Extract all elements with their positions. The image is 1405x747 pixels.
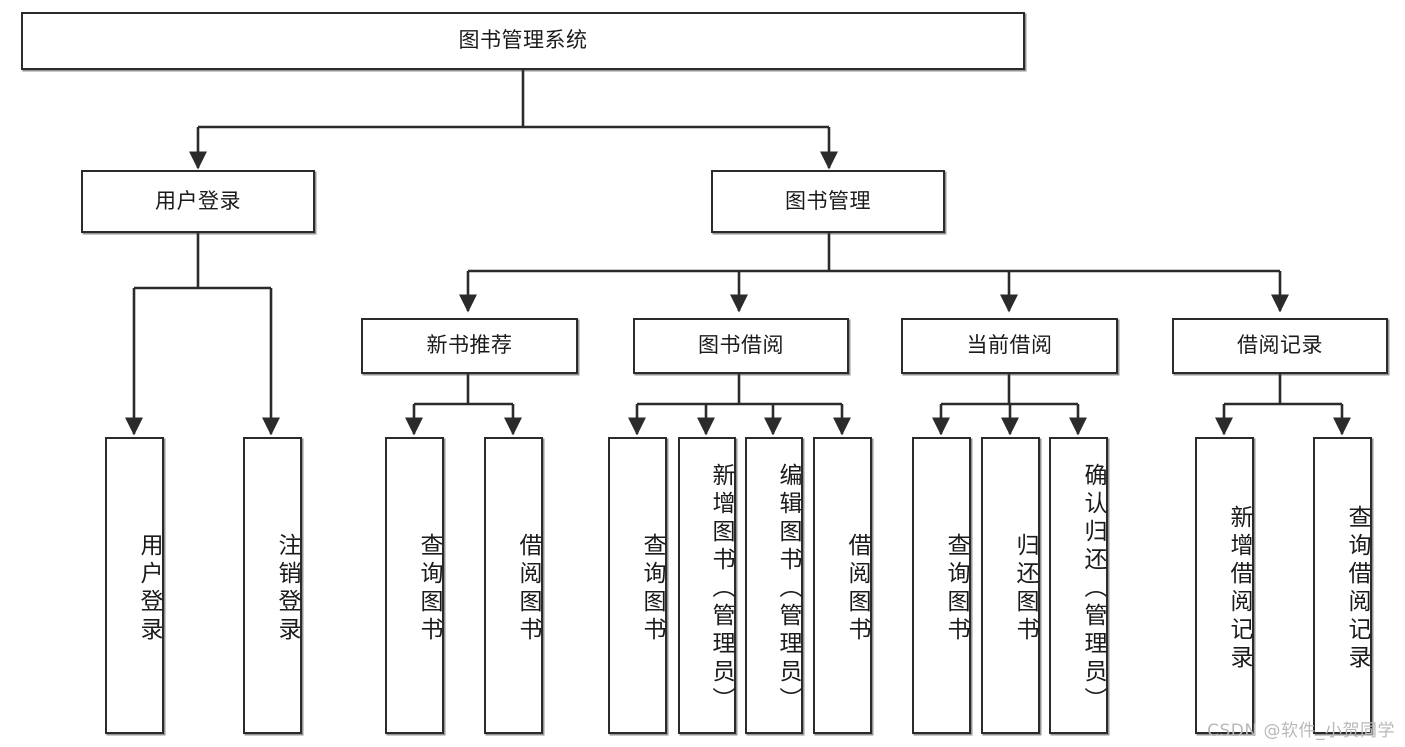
leaf-current-borrow-return-label: 归还图书 bbox=[1012, 532, 1038, 645]
node-root-system[interactable]: 图书管理系统 bbox=[21, 12, 1025, 70]
leaf-user-login-login[interactable]: 用户登录 bbox=[105, 437, 164, 734]
leaf-current-borrow-query[interactable]: 查询图书 bbox=[912, 437, 971, 734]
leaf-user-login-login-label: 用户登录 bbox=[136, 532, 162, 645]
leaf-borrow-record-query-label: 查询借阅记录 bbox=[1344, 504, 1370, 673]
node-book-borrow-label: 图书借阅 bbox=[698, 333, 784, 358]
leaf-new-book-query[interactable]: 查询图书 bbox=[385, 437, 444, 734]
node-current-borrow-label: 当前借阅 bbox=[966, 333, 1053, 358]
leaf-user-login-logout-label: 注销登录 bbox=[274, 532, 300, 645]
leaf-book-borrow-borrow-label: 借阅图书 bbox=[844, 532, 870, 645]
node-user-login[interactable]: 用户登录 bbox=[81, 170, 315, 233]
leaf-current-borrow-return[interactable]: 归还图书 bbox=[981, 437, 1040, 734]
leaf-book-borrow-query-label: 查询图书 bbox=[639, 532, 665, 645]
leaf-book-borrow-add-label: 新增图书（管理员） bbox=[708, 462, 734, 715]
node-borrow-record[interactable]: 借阅记录 bbox=[1172, 318, 1388, 374]
leaf-new-book-borrow[interactable]: 借阅图书 bbox=[484, 437, 543, 734]
leaf-current-borrow-confirm[interactable]: 确认归还（管理员） bbox=[1049, 437, 1108, 734]
leaf-new-book-borrow-label: 借阅图书 bbox=[515, 532, 541, 645]
node-user-login-label: 用户登录 bbox=[155, 188, 241, 213]
leaf-book-borrow-edit-label: 编辑图书（管理员） bbox=[775, 462, 801, 715]
node-root-system-label: 图书管理系统 bbox=[458, 28, 588, 53]
leaf-borrow-record-add-label: 新增借阅记录 bbox=[1226, 504, 1252, 673]
leaf-book-borrow-borrow[interactable]: 借阅图书 bbox=[813, 437, 872, 734]
leaf-new-book-query-label: 查询图书 bbox=[416, 532, 442, 645]
node-new-book-recommend-label: 新书推荐 bbox=[426, 333, 513, 358]
leaf-borrow-record-query[interactable]: 查询借阅记录 bbox=[1313, 437, 1372, 734]
leaf-current-borrow-query-label: 查询图书 bbox=[943, 532, 969, 645]
node-book-borrow[interactable]: 图书借阅 bbox=[633, 318, 849, 374]
leaf-book-borrow-query[interactable]: 查询图书 bbox=[608, 437, 667, 734]
leaf-borrow-record-add[interactable]: 新增借阅记录 bbox=[1195, 437, 1254, 734]
node-new-book-recommend[interactable]: 新书推荐 bbox=[361, 318, 578, 374]
node-current-borrow[interactable]: 当前借阅 bbox=[901, 318, 1118, 374]
leaf-book-borrow-edit[interactable]: 编辑图书（管理员） bbox=[745, 437, 803, 734]
leaf-book-borrow-add[interactable]: 新增图书（管理员） bbox=[678, 437, 736, 734]
node-book-manage[interactable]: 图书管理 bbox=[711, 170, 945, 233]
node-book-manage-label: 图书管理 bbox=[785, 188, 871, 213]
leaf-user-login-logout[interactable]: 注销登录 bbox=[243, 437, 302, 734]
leaf-current-borrow-confirm-label: 确认归还（管理员） bbox=[1080, 462, 1106, 715]
node-borrow-record-label: 借阅记录 bbox=[1237, 333, 1323, 358]
